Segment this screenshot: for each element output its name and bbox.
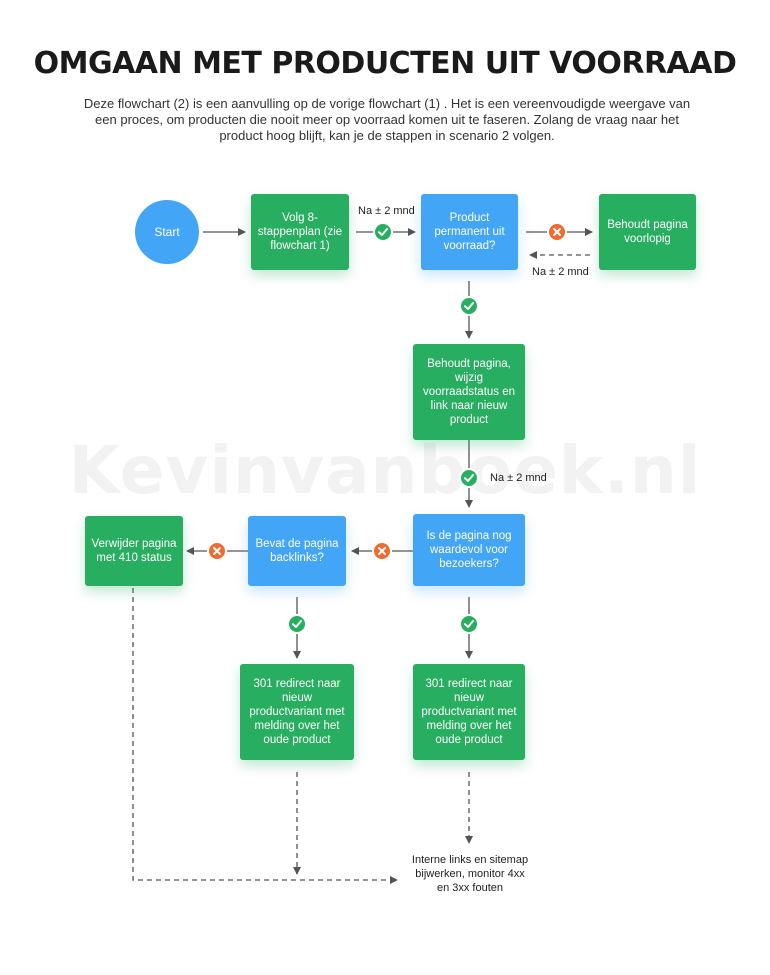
question-permanent-node: Product permanent uit voorraad? <box>421 194 518 270</box>
check-icon <box>459 296 479 316</box>
keep-temporarily-node: Behoudt pagina voorlopig <box>599 194 696 270</box>
check-icon <box>287 614 307 634</box>
label-after-step1: Na ± 2 mnd <box>358 205 415 217</box>
label-after-keep-update: Na ± 2 mnd <box>490 472 547 484</box>
watermark: Kevinvanboek.nl <box>68 432 702 509</box>
question-valuable-node: Is de pagina nog waardevol voor bezoeker… <box>413 514 525 586</box>
final-step-text: Interne links en sitemap bijwerken, moni… <box>411 854 529 894</box>
step1-node: Volg 8-stappenplan (zie flowchart 1) <box>251 194 349 270</box>
delete-410-node: Verwijder pagina met 410 status <box>85 516 183 586</box>
check-icon <box>373 222 393 242</box>
keep-update-node: Behoudt pagina, wijzig voorraadstatus en… <box>413 344 525 440</box>
intro-text: Deze flowchart (2) is een aanvulling op … <box>83 96 691 143</box>
cross-icon <box>207 541 227 561</box>
edge-delete-final <box>132 588 398 884</box>
redirect-right-node: 301 redirect naar nieuw productvariant m… <box>413 664 525 760</box>
question-backlinks-node: Bevat de pagina backlinks? <box>248 516 346 586</box>
cross-icon <box>547 222 567 242</box>
page-title: OMGAAN MET PRODUCTEN UIT VOORRAAD <box>33 46 737 81</box>
check-icon <box>459 468 479 488</box>
label-back-from-keep: Na ± 2 mnd <box>532 266 589 278</box>
start-node: Start <box>135 200 199 264</box>
check-icon <box>459 614 479 634</box>
redirect-left-node: 301 redirect naar nieuw productvariant m… <box>240 664 354 760</box>
cross-icon <box>372 541 392 561</box>
